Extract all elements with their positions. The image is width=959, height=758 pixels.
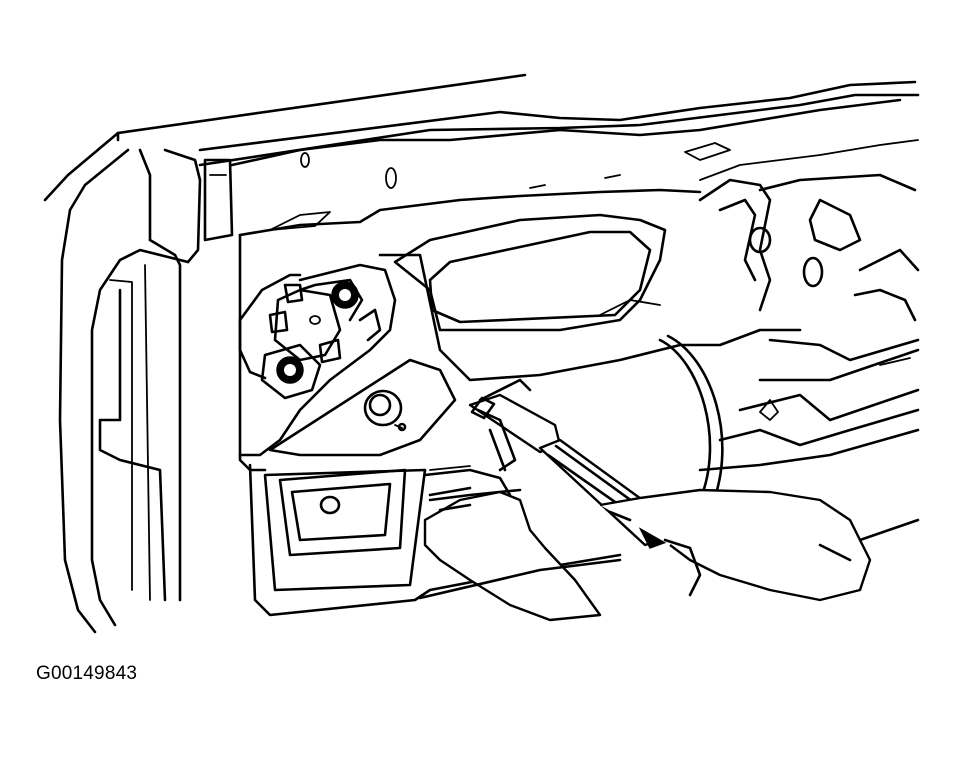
door-frame-left (43, 131, 234, 634)
left-hand (423, 408, 602, 622)
regulator-mount (238, 263, 457, 457)
regulator-bolts (260, 278, 382, 400)
right-hand (599, 488, 872, 602)
inner-panel (238, 173, 920, 472)
door-panel-illustration (43, 73, 920, 634)
upper-rail (230, 98, 902, 237)
figure-id-label: G00149843 (36, 663, 138, 684)
door-top-edge (116, 73, 920, 181)
door-bottom-edge (418, 518, 920, 600)
lower-panel (248, 463, 622, 617)
